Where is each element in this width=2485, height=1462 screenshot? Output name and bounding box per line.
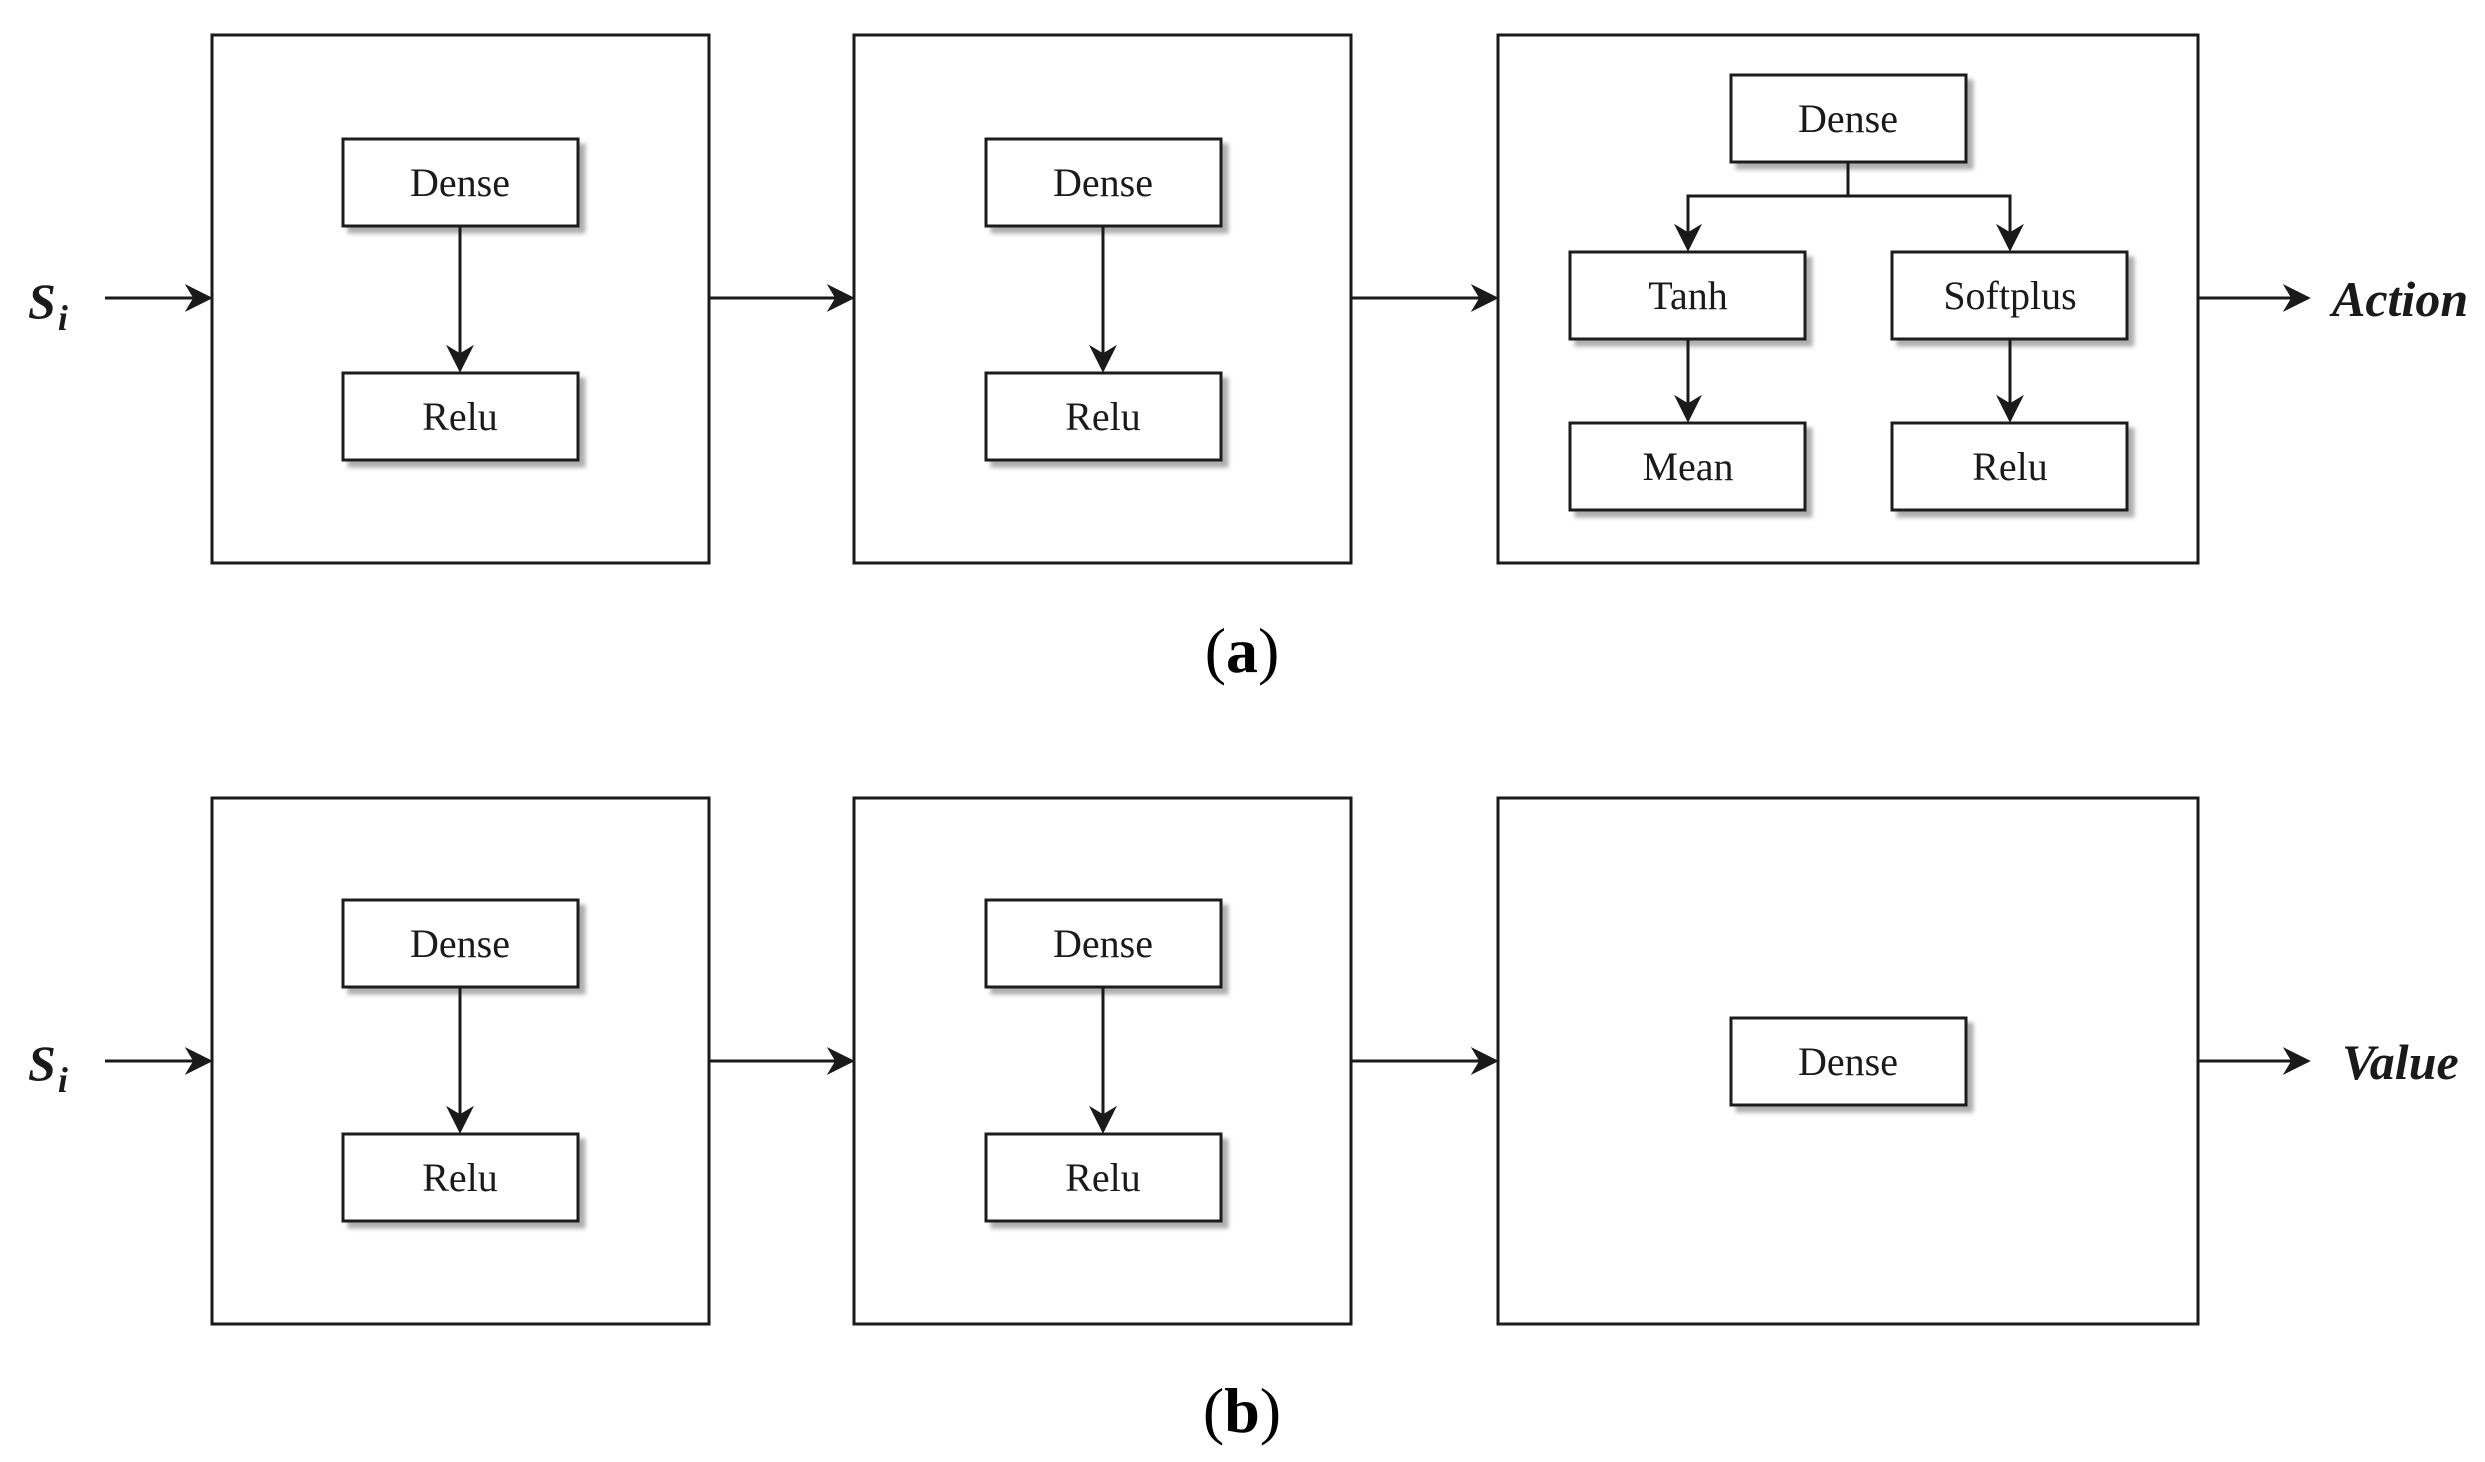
panel-b-block-3-dense-label: Dense: [1798, 1039, 1898, 1084]
panel-a-output-label: Action: [2329, 271, 2468, 327]
panel-a-block-3-mean-label: Mean: [1642, 444, 1733, 489]
panel-a-block-3-tanh-label: Tanh: [1648, 273, 1727, 318]
panel-b-block-2-relu-box: [984, 1132, 1223, 1223]
panel-a-caption: (a): [1205, 615, 1280, 686]
panel-b-block-1-dense-box: [341, 898, 580, 989]
panel-a-block-3-dense-label: Dense: [1798, 96, 1898, 141]
panel-a-block-3-mean-box: [1568, 421, 1807, 512]
panel-a-block-2-relu-box: [984, 371, 1223, 462]
panel-a-block-3-softplus-label: Softplus: [1943, 273, 2076, 318]
panel-b-block-2-relu-label: Relu: [1065, 1155, 1141, 1200]
panel-b-block-1-dense-label: Dense: [410, 921, 510, 966]
panel-a-block-2-dense-label: Dense: [1053, 160, 1153, 205]
panel-a-block-1-dense-label: Dense: [410, 160, 510, 205]
panel-b-block-1-relu-label: Relu: [422, 1155, 498, 1200]
panel-a-input-label: Si: [28, 273, 68, 338]
panel-a-block-1-dense-box: [341, 137, 580, 228]
panel-a: Si Dense Relu Dense Relu Dense Tanh Soft…: [28, 33, 2468, 686]
panel-a-block-3-split-arrow-left: [1674, 162, 1850, 252]
panel-a-block-3-relu-label: Relu: [1972, 444, 2048, 489]
panel-a-block-3-split-arrow-right: [1848, 194, 2024, 252]
panel-b-output-label: Value: [2342, 1034, 2459, 1090]
panel-a-block-3-relu-box: [1890, 421, 2129, 512]
panel-b-input-label: Si: [28, 1035, 68, 1100]
panel-a-block-3-softplus-box: [1890, 250, 2129, 341]
panel-b-block-3-dense-box: [1729, 1016, 1968, 1107]
panel-b-caption: (b): [1203, 1375, 1281, 1446]
panel-a-block-2-relu-label: Relu: [1065, 394, 1141, 439]
panel-a-block-3-dense-box: [1729, 73, 1968, 164]
panel-b-block-2-dense-label: Dense: [1053, 921, 1153, 966]
panel-a-block-1-relu-label: Relu: [422, 394, 498, 439]
panel-b-block-1-relu-box: [341, 1132, 580, 1223]
panel-b: Si Dense Relu Dense Relu Dense Value (b): [28, 796, 2459, 1446]
panel-a-block-1-relu-box: [341, 371, 580, 462]
panel-b-block-2-dense-box: [984, 898, 1223, 989]
